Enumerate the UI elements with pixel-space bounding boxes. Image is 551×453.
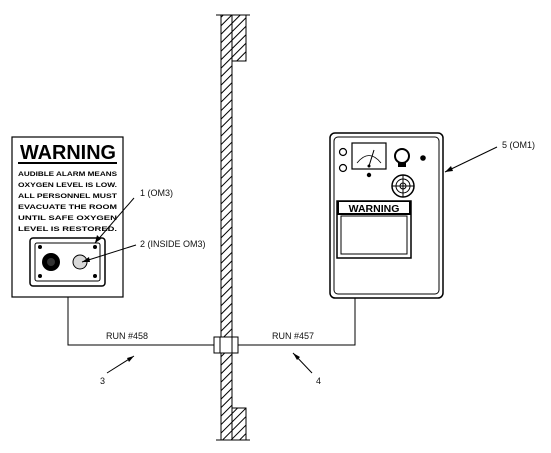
screw-icon [38,245,42,249]
screw-icon [93,274,97,278]
wall-penetration-sleeve [213,336,239,354]
warning-sign-line: LEVEL IS RESTORED. [18,226,117,233]
callout-1-label: 1 (OM3) [140,188,173,198]
gauge-icon [351,142,387,170]
warning-sign-line: AUDIBLE ALARM MEANS [18,171,117,178]
warning-sign-title: WARNING [20,142,116,164]
horn-icon [394,148,410,167]
callout-4-label: 4 [316,376,321,386]
screw-icon [38,274,42,278]
wiring [67,295,356,354]
indicator-lamp-icon [420,155,426,161]
warning-sign-line: OXYGEN LEVEL IS LOW. [18,182,117,189]
callout-2: 2 (INSIDE OM3) [81,239,206,263]
wall-top-flange [231,14,247,62]
run-457-cable [237,298,356,346]
speaker-grille-icon [391,174,415,198]
monitor-warning-label: WARNING [349,203,400,215]
wall [216,14,250,441]
warning-sign-line: EVACUATE THE ROOM [18,204,117,211]
callout-3: 3 [100,355,135,386]
callout-1: 1 (OM3) [94,188,173,244]
warning-sign-line: ALL PERSONNEL MUST [18,193,117,200]
wall-bottom-flange [231,407,247,441]
screw-icon [93,245,97,249]
om3-alarm-box [29,237,106,287]
callout-5: 5 (OM1) [444,140,535,173]
callout-5-label: 5 (OM1) [502,140,535,150]
monitor-warning-plate: WARNING [336,200,412,259]
run-458-label: RUN #458 [106,331,148,341]
adjust-knob-icon [366,172,372,178]
callout-3-label: 3 [100,376,105,386]
callout-2-label: 2 (INSIDE OM3) [140,239,206,249]
warning-sign-panel: WARNING AUDIBLE ALARM MEANS OXYGEN LEVEL… [11,136,124,298]
run-457-label: RUN #457 [272,331,314,341]
callout-4: 4 [292,352,321,386]
indicator-lamp-icon [338,147,348,157]
run-458-cable [67,295,216,346]
oxygen-monitor-om1: WARNING [329,132,444,299]
indicator-lamp-icon [338,163,348,173]
warning-sign-line: UNTIL SAFE OXYGEN [18,215,118,222]
